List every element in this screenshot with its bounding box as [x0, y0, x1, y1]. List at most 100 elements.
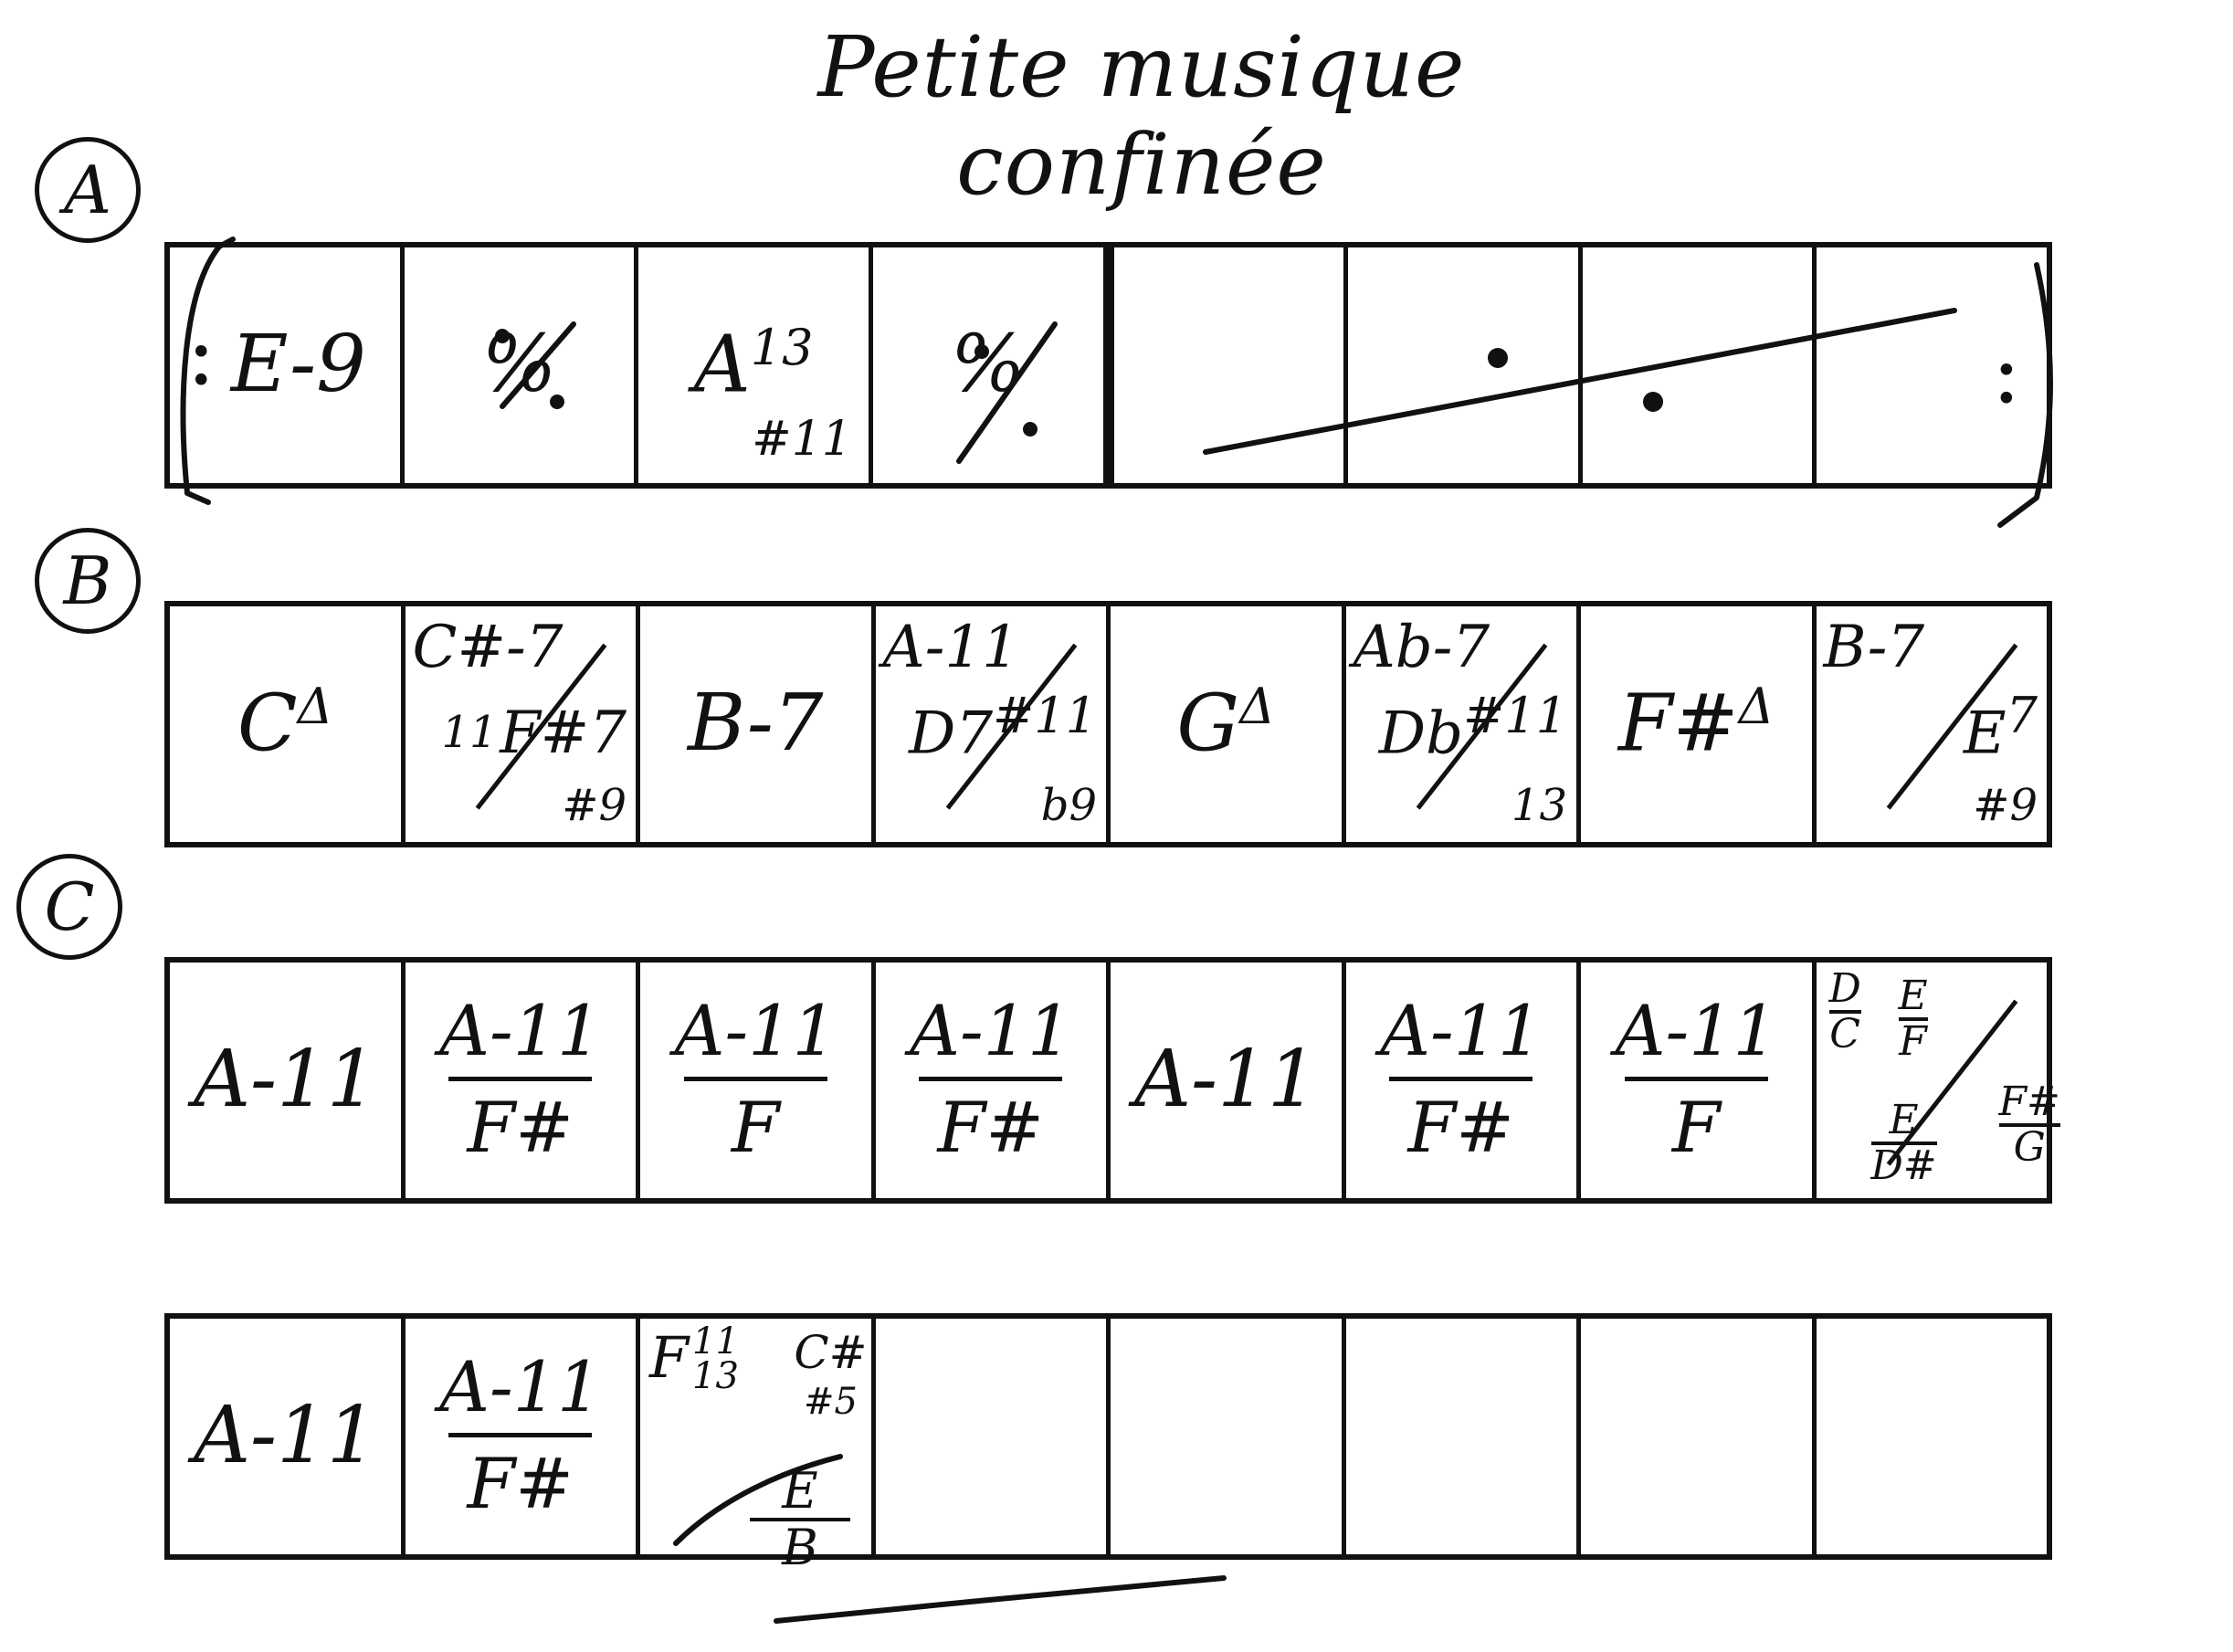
- chord-c1: A-11: [193, 1034, 377, 1125]
- chord-d3-f-root: F: [649, 1324, 690, 1391]
- section-label-a: A: [35, 137, 141, 243]
- chord-c7-bass: F: [1671, 1087, 1721, 1168]
- section-label-b: B: [35, 528, 141, 634]
- bar-a5: [1114, 247, 1349, 483]
- bar-b8: B-7 E7#9: [1817, 606, 2048, 842]
- chord-row-a: : E-9 % A13 #11 % :: [164, 242, 2052, 489]
- chord-c8-a-bass: C: [1829, 1011, 1860, 1057]
- chord-b6-bottom-ext-top: #11: [1463, 686, 1567, 744]
- chord-b8-top: B-7: [1823, 614, 1925, 681]
- chord-b2-bottom: F#7#9: [500, 700, 627, 835]
- chord-b6-bottom-ext-bot: 13: [1511, 780, 1567, 831]
- bar-d8: [1817, 1319, 2048, 1554]
- bar-a8: :: [1817, 247, 2047, 483]
- bar-d1: A-11: [170, 1319, 406, 1554]
- chord-c8-c-upper: E: [1889, 1097, 1919, 1143]
- chord-b7-root: F#: [1617, 678, 1739, 770]
- chord-b4-bottom-ext-top: #11: [993, 686, 1097, 744]
- chord-d3-f-ext-top: 11: [692, 1321, 739, 1363]
- chord-d3-csharp-root: C#: [794, 1326, 868, 1379]
- chord-c8-b-upper: E: [1898, 973, 1928, 1019]
- chord-b3: B-7: [687, 678, 824, 769]
- bar-a2: %: [405, 247, 639, 483]
- bar-a7: [1583, 247, 1817, 483]
- chord-a3-ext-top: 13: [750, 319, 814, 376]
- bar-a3: A13 #11: [638, 247, 873, 483]
- fraction-bar: [919, 1077, 1063, 1081]
- chord-b7: F#Δ: [1581, 678, 1812, 770]
- repeat-end-sign: :: [1991, 321, 2021, 423]
- bar-c5: A-11: [1111, 963, 1346, 1198]
- chord-c7-upper: A-11: [1615, 990, 1777, 1071]
- chord-a4: %: [950, 319, 1026, 410]
- chord-d3-f-ext-bot: 13: [692, 1355, 739, 1397]
- chord-b8-bottom: E7#9: [1964, 687, 2038, 835]
- chord-c3-upper: A-11: [674, 990, 837, 1071]
- chord-b5: GΔ: [1111, 678, 1342, 770]
- chord-b1-root: C: [237, 678, 298, 770]
- chord-b2-top: C#-7: [412, 614, 564, 681]
- chord-b4-bottom-ext-bot: b9: [1040, 780, 1097, 831]
- fraction-bar: [448, 1077, 593, 1081]
- chord-c3-bass: F: [731, 1087, 780, 1168]
- chord-a3-ext-bot: #11: [752, 412, 852, 467]
- bar-d6: [1346, 1319, 1581, 1554]
- section-label-c: C: [16, 854, 122, 960]
- chord-b4-top: A-11: [882, 614, 1019, 681]
- chord-b8-bottom-ext-bot: #9: [1973, 780, 2038, 831]
- chord-b8-bottom-root: E: [1963, 700, 2007, 767]
- chord-c6-bass: F#: [1407, 1087, 1514, 1168]
- bar-b1: CΔ: [170, 606, 406, 842]
- chord-b5-quality: Δ: [1239, 678, 1276, 735]
- underline-stroke: [774, 1575, 1227, 1624]
- chord-b4-bottom: D7#11 b9: [909, 687, 1097, 835]
- fraction-bar: [1624, 1077, 1768, 1081]
- bar-d4: [876, 1319, 1111, 1554]
- fraction-bar: [683, 1077, 827, 1081]
- chord-b5-root: G: [1176, 678, 1240, 770]
- chord-d3-csharp-ext: #5: [803, 1381, 858, 1423]
- page-title: Petite musique confinée: [817, 18, 1466, 214]
- chord-b1: CΔ: [170, 678, 401, 770]
- chord-b2-bottom-root: F#7: [500, 700, 627, 767]
- chord-c4-bass: F#: [937, 1087, 1044, 1168]
- chord-c2-upper: A-11: [439, 990, 602, 1071]
- chord-d3-csharp: C##5: [794, 1330, 867, 1425]
- bar-b2: C#-7 11 F#7#9: [406, 606, 640, 842]
- chord-c8-d-upper: F#: [1998, 1079, 2060, 1125]
- chord-b4-bottom-root: D7: [909, 700, 994, 767]
- chord-b6-top: Ab-7: [1353, 614, 1490, 681]
- chord-c8-c-bass: D#: [1870, 1142, 1937, 1189]
- chord-a1: E-9: [230, 319, 366, 410]
- bar-b4: A-11 D7#11 b9: [876, 606, 1111, 842]
- bar-a1: : E-9: [170, 247, 405, 483]
- fraction-bar: [1389, 1077, 1533, 1081]
- chord-d1: A-11: [193, 1390, 377, 1481]
- fraction-bar: [448, 1433, 593, 1437]
- chord-c8-b-bass: F: [1899, 1018, 1927, 1065]
- chord-c4-upper: A-11: [910, 990, 1072, 1071]
- chord-c8-d: F#G: [1998, 1079, 2060, 1169]
- chord-c8-a-upper: D: [1828, 965, 1861, 1012]
- bar-d7: [1581, 1319, 1817, 1554]
- chord-c5: A-11: [1133, 1034, 1318, 1125]
